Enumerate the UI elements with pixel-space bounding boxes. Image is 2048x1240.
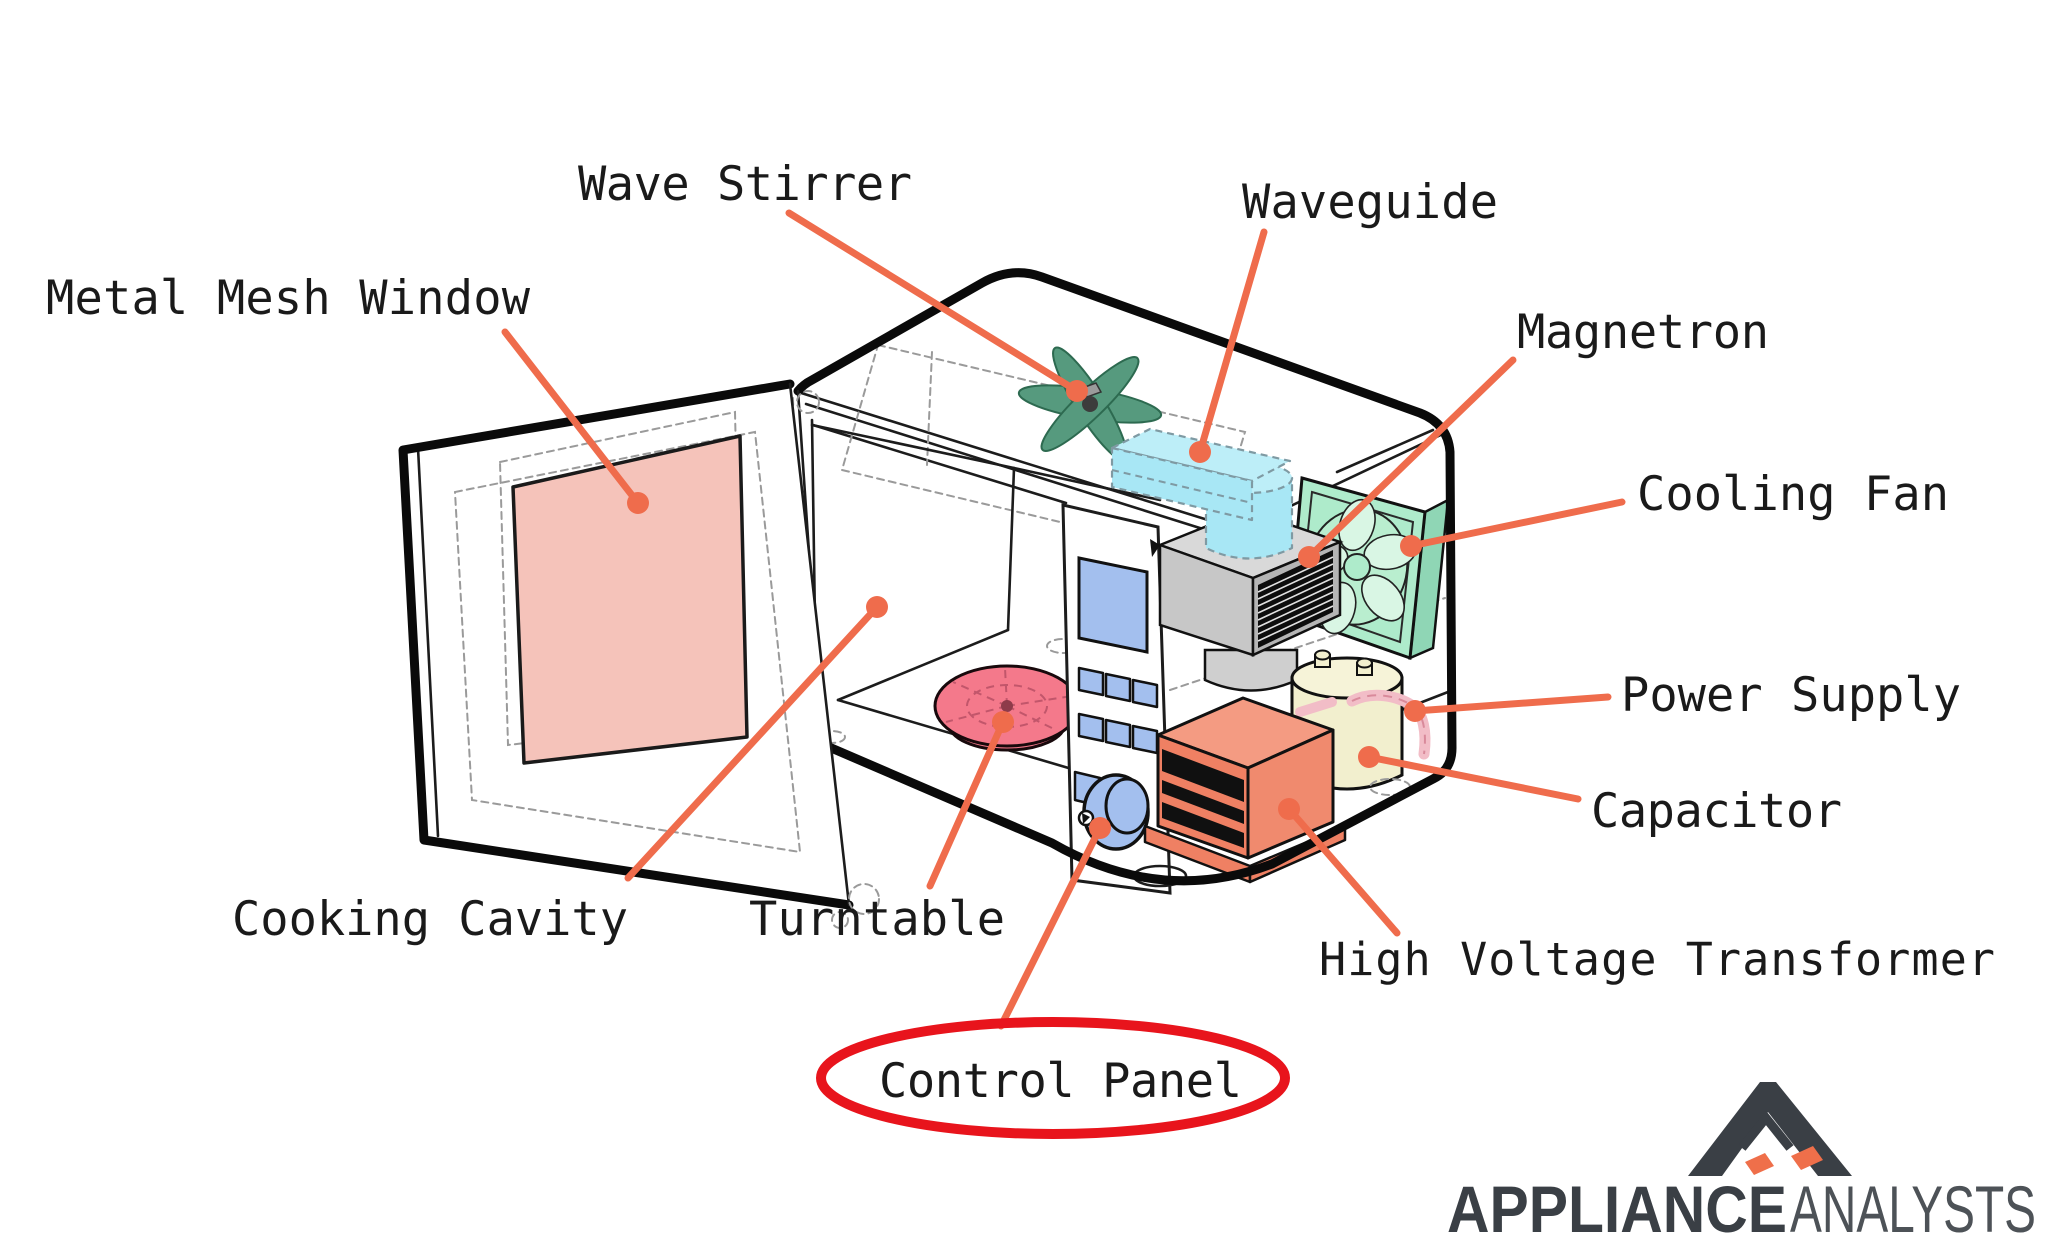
label-cooling-fan: Cooling Fan [1637,467,1949,522]
dot-wave-stirrer [1066,380,1088,402]
label-high-voltage-transformer: High Voltage Transformer [1319,933,1995,986]
control-button [1131,724,1159,755]
label-waveguide: Waveguide [1242,175,1498,230]
leader-dots [627,380,1426,839]
logo-word-appliance: APPLIANCE [1447,1172,1787,1240]
magnetron-fins [1258,550,1333,648]
label-turntable: Turntable [749,892,1005,947]
control-button [1077,666,1105,697]
microwave-body [792,268,1457,895]
brand-logo: APPLIANCE ANALYSTS [1447,1082,2036,1240]
leader-capacitor [1365,753,1582,803]
leader-control-panel [997,824,1104,1030]
magnetron-fin-lines [1257,556,1334,642]
leader-turntable [926,718,1007,890]
control-button [1077,712,1105,743]
dot-magnetron [1298,546,1320,568]
magnetron-foot [1203,648,1299,692]
leader-wave-stirrer [785,209,1081,395]
dot-capacitor [1358,746,1380,768]
dot-turntable [992,711,1014,733]
front-top-edge [796,390,1242,532]
cavity-back-wall-top-edge [1012,466,1162,502]
waveguide-duct-front [1110,446,1254,522]
label-control-panel: Control Panel [879,1054,1242,1109]
control-button [1104,718,1132,749]
capacitor-terminals [1314,649,1373,676]
dot-cooling-fan [1400,535,1422,557]
control-panel [1061,503,1172,895]
label-wave-stirrer: Wave Stirrer [578,157,912,212]
labels: Wave Stirrer Waveguide Metal Mesh Window… [46,157,1995,1109]
label-magnetron: Magnetron [1517,305,1769,360]
front-top-edge-inner [804,402,1240,542]
label-metal-mesh-window: Metal Mesh Window [46,271,531,326]
hinge-bottom-hidden [848,883,880,915]
label-cooking-cavity: Cooking Cavity [232,892,628,947]
control-panel-corner-notch [1150,539,1160,557]
dot-control-panel [1089,817,1111,839]
dot-metal-mesh-window [627,492,649,514]
door-slab-edge [416,446,440,838]
door-hinge-side-edge [788,382,851,907]
leader-lines [501,209,1626,1030]
highlight-ellipse [816,1017,1290,1139]
cavity-left-wall-top-edge [810,423,1016,470]
hinge-top-hidden [796,390,820,414]
stirrer-hub [1082,396,1098,412]
wave-stirrer [1017,346,1163,462]
cavity-opening-top-edge [811,423,1068,505]
microwave-door [398,379,880,929]
dot-cooking-cavity [866,596,888,618]
leader-cooling-fan [1407,498,1626,550]
control-button [1104,672,1132,703]
hinge-bottom-pin-hidden [831,911,849,929]
body-outline [793,268,1457,886]
fan-hub [1343,553,1371,581]
logo-mark-icon [1688,1082,1852,1176]
dot-power-supply [1404,700,1426,722]
cavity-floor-left-edge [836,628,1010,702]
door-inner-frame-hidden [453,430,802,854]
control-display [1077,556,1149,654]
turntable-hub [1001,700,1013,712]
logo-word-analysts: ANALYSTS [1790,1172,2036,1240]
dot-waveguide [1189,441,1211,463]
cavity-back-corner-edge [1006,466,1016,632]
logo-accent-diamond [1791,1146,1823,1170]
leader-cooking-cavity [624,603,881,882]
leader-waveguide [1196,228,1268,456]
label-power-supply: Power Supply [1621,668,1961,723]
metal-mesh-window [511,434,749,765]
leader-power-supply [1411,693,1612,715]
leader-magnetron [1305,356,1517,561]
dot-high-voltage-transformer [1278,798,1300,820]
leader-metal-mesh-window [501,328,642,507]
label-capacitor: Capacitor [1591,784,1842,839]
leader-high-voltage-transformer [1285,805,1401,937]
ceiling-hidden-vertical [926,351,933,466]
turntable [933,664,1081,752]
high-voltage-transformer [1143,696,1347,884]
control-button [1131,678,1159,709]
logo-accent-diamond [1745,1153,1774,1175]
cutaway-opening-top-edge [1335,428,1435,474]
